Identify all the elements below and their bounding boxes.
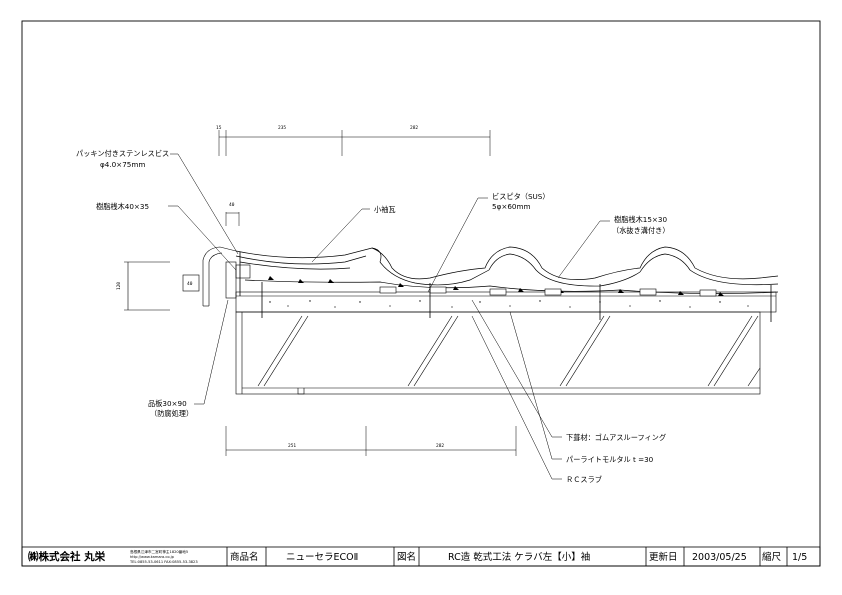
dim-40: 40 bbox=[229, 202, 235, 208]
label-packing-screw-size: φ4.0×75mm bbox=[100, 160, 145, 169]
company-name: ㈱株式会社 丸栄 bbox=[28, 550, 106, 563]
mortar-hatch bbox=[269, 300, 749, 308]
dim-40-side: 40 bbox=[187, 281, 193, 287]
label-resin-batten-small: 樹脂桟木15×30 bbox=[614, 215, 667, 224]
label-rc-slab: ＲＣスラブ bbox=[566, 475, 602, 484]
leader-lines bbox=[168, 153, 610, 480]
title-block bbox=[21, 546, 821, 567]
product-name: ニューセラECOⅡ bbox=[286, 552, 358, 563]
top-dimensions bbox=[218, 130, 491, 226]
dim-235: 235 bbox=[278, 125, 286, 131]
company-url: http://www.kamara.co.jp bbox=[130, 555, 175, 559]
product-label: 商品名 bbox=[230, 551, 259, 563]
verge-end-detail bbox=[124, 246, 251, 311]
updated-date: 2003/05/25 bbox=[692, 552, 747, 563]
resin-battens bbox=[379, 286, 717, 297]
label-packing-screw: パッキン付きステンレスビス bbox=[76, 149, 169, 158]
dim-282-bottom: 282 bbox=[436, 443, 444, 449]
updated-label: 更新日 bbox=[649, 551, 678, 563]
rc-slab bbox=[235, 311, 761, 395]
screws bbox=[239, 252, 772, 322]
label-mortar: パーライトモルタル t =30 bbox=[566, 455, 654, 464]
scale-value: 1/5 bbox=[792, 552, 807, 563]
label-bispita: ビスピタ（SUS） bbox=[492, 192, 550, 201]
dim-251: 251 bbox=[288, 443, 296, 449]
label-resin-batten: 樹脂桟木40×35 bbox=[96, 202, 149, 211]
company-phone: TEL:0855-53-0611 FAX:0855-53-3823 bbox=[129, 560, 198, 564]
roof-tiles bbox=[235, 246, 779, 294]
dim-15: 15 bbox=[216, 125, 222, 131]
dim-282-top: 282 bbox=[410, 125, 418, 131]
drawing-label: 図名 bbox=[397, 551, 416, 563]
company-address: 島根県江津市二宮町神主1820番地5 bbox=[130, 549, 188, 554]
label-board: 品板30×90 bbox=[148, 399, 187, 408]
scale-label: 縮尺 bbox=[762, 551, 782, 563]
dim-120: 120 bbox=[116, 282, 122, 290]
label-underlay: 下葺材：ゴムアスルーフィング bbox=[566, 433, 666, 442]
label-bispita-size: 5φ×60mm bbox=[492, 202, 531, 211]
label-resin-batten-groove: （水抜き溝付き） bbox=[612, 226, 670, 235]
label-board-treatment: （防腐処理） bbox=[150, 409, 193, 418]
bottom-dimensions bbox=[225, 426, 517, 456]
drawing-name: RC造 乾式工法 ケラバ左【小】袖 bbox=[448, 551, 590, 563]
label-small-sleeve-tile: 小袖瓦 bbox=[374, 205, 396, 214]
